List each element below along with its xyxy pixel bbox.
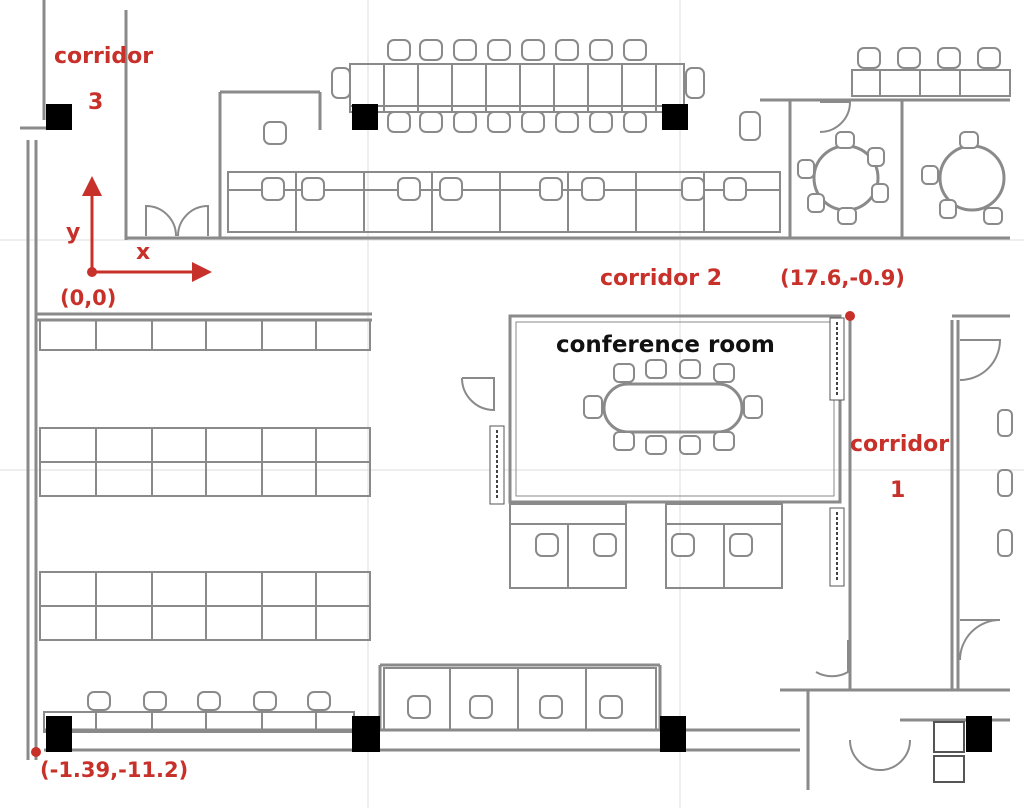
chairs — [87, 39, 1013, 719]
workstations-left — [39, 319, 371, 733]
corridor-1-label: corridor — [850, 432, 950, 457]
y-axis-arrow — [82, 176, 102, 196]
bottom-left-corner-label: (-1.39,-11.2) — [40, 758, 189, 782]
corridor-1-number: 1 — [890, 478, 906, 503]
axes — [82, 176, 212, 282]
y-axis-label: y — [66, 220, 81, 245]
cubicles-center — [383, 503, 783, 731]
corridor-2-corner-label: (17.6,-0.9) — [780, 266, 905, 290]
x-axis-arrow — [192, 262, 212, 282]
columns — [46, 104, 992, 752]
reference-points — [31, 267, 855, 757]
x-axis-label: x — [136, 240, 151, 265]
conference-room-label: conference room — [556, 332, 775, 358]
corridor-2-corner-point — [845, 311, 855, 321]
corridor-3-label: corridor — [54, 44, 154, 69]
corridor-2-label: corridor 2 — [600, 266, 723, 291]
origin-label: (0,0) — [60, 286, 117, 310]
corridor-3-number: 3 — [88, 90, 104, 115]
conference-room — [489, 314, 845, 587]
elevator-block — [933, 721, 965, 783]
doors — [145, 101, 1002, 771]
origin-point — [87, 267, 97, 277]
bottom-left-corner-point — [31, 747, 41, 757]
